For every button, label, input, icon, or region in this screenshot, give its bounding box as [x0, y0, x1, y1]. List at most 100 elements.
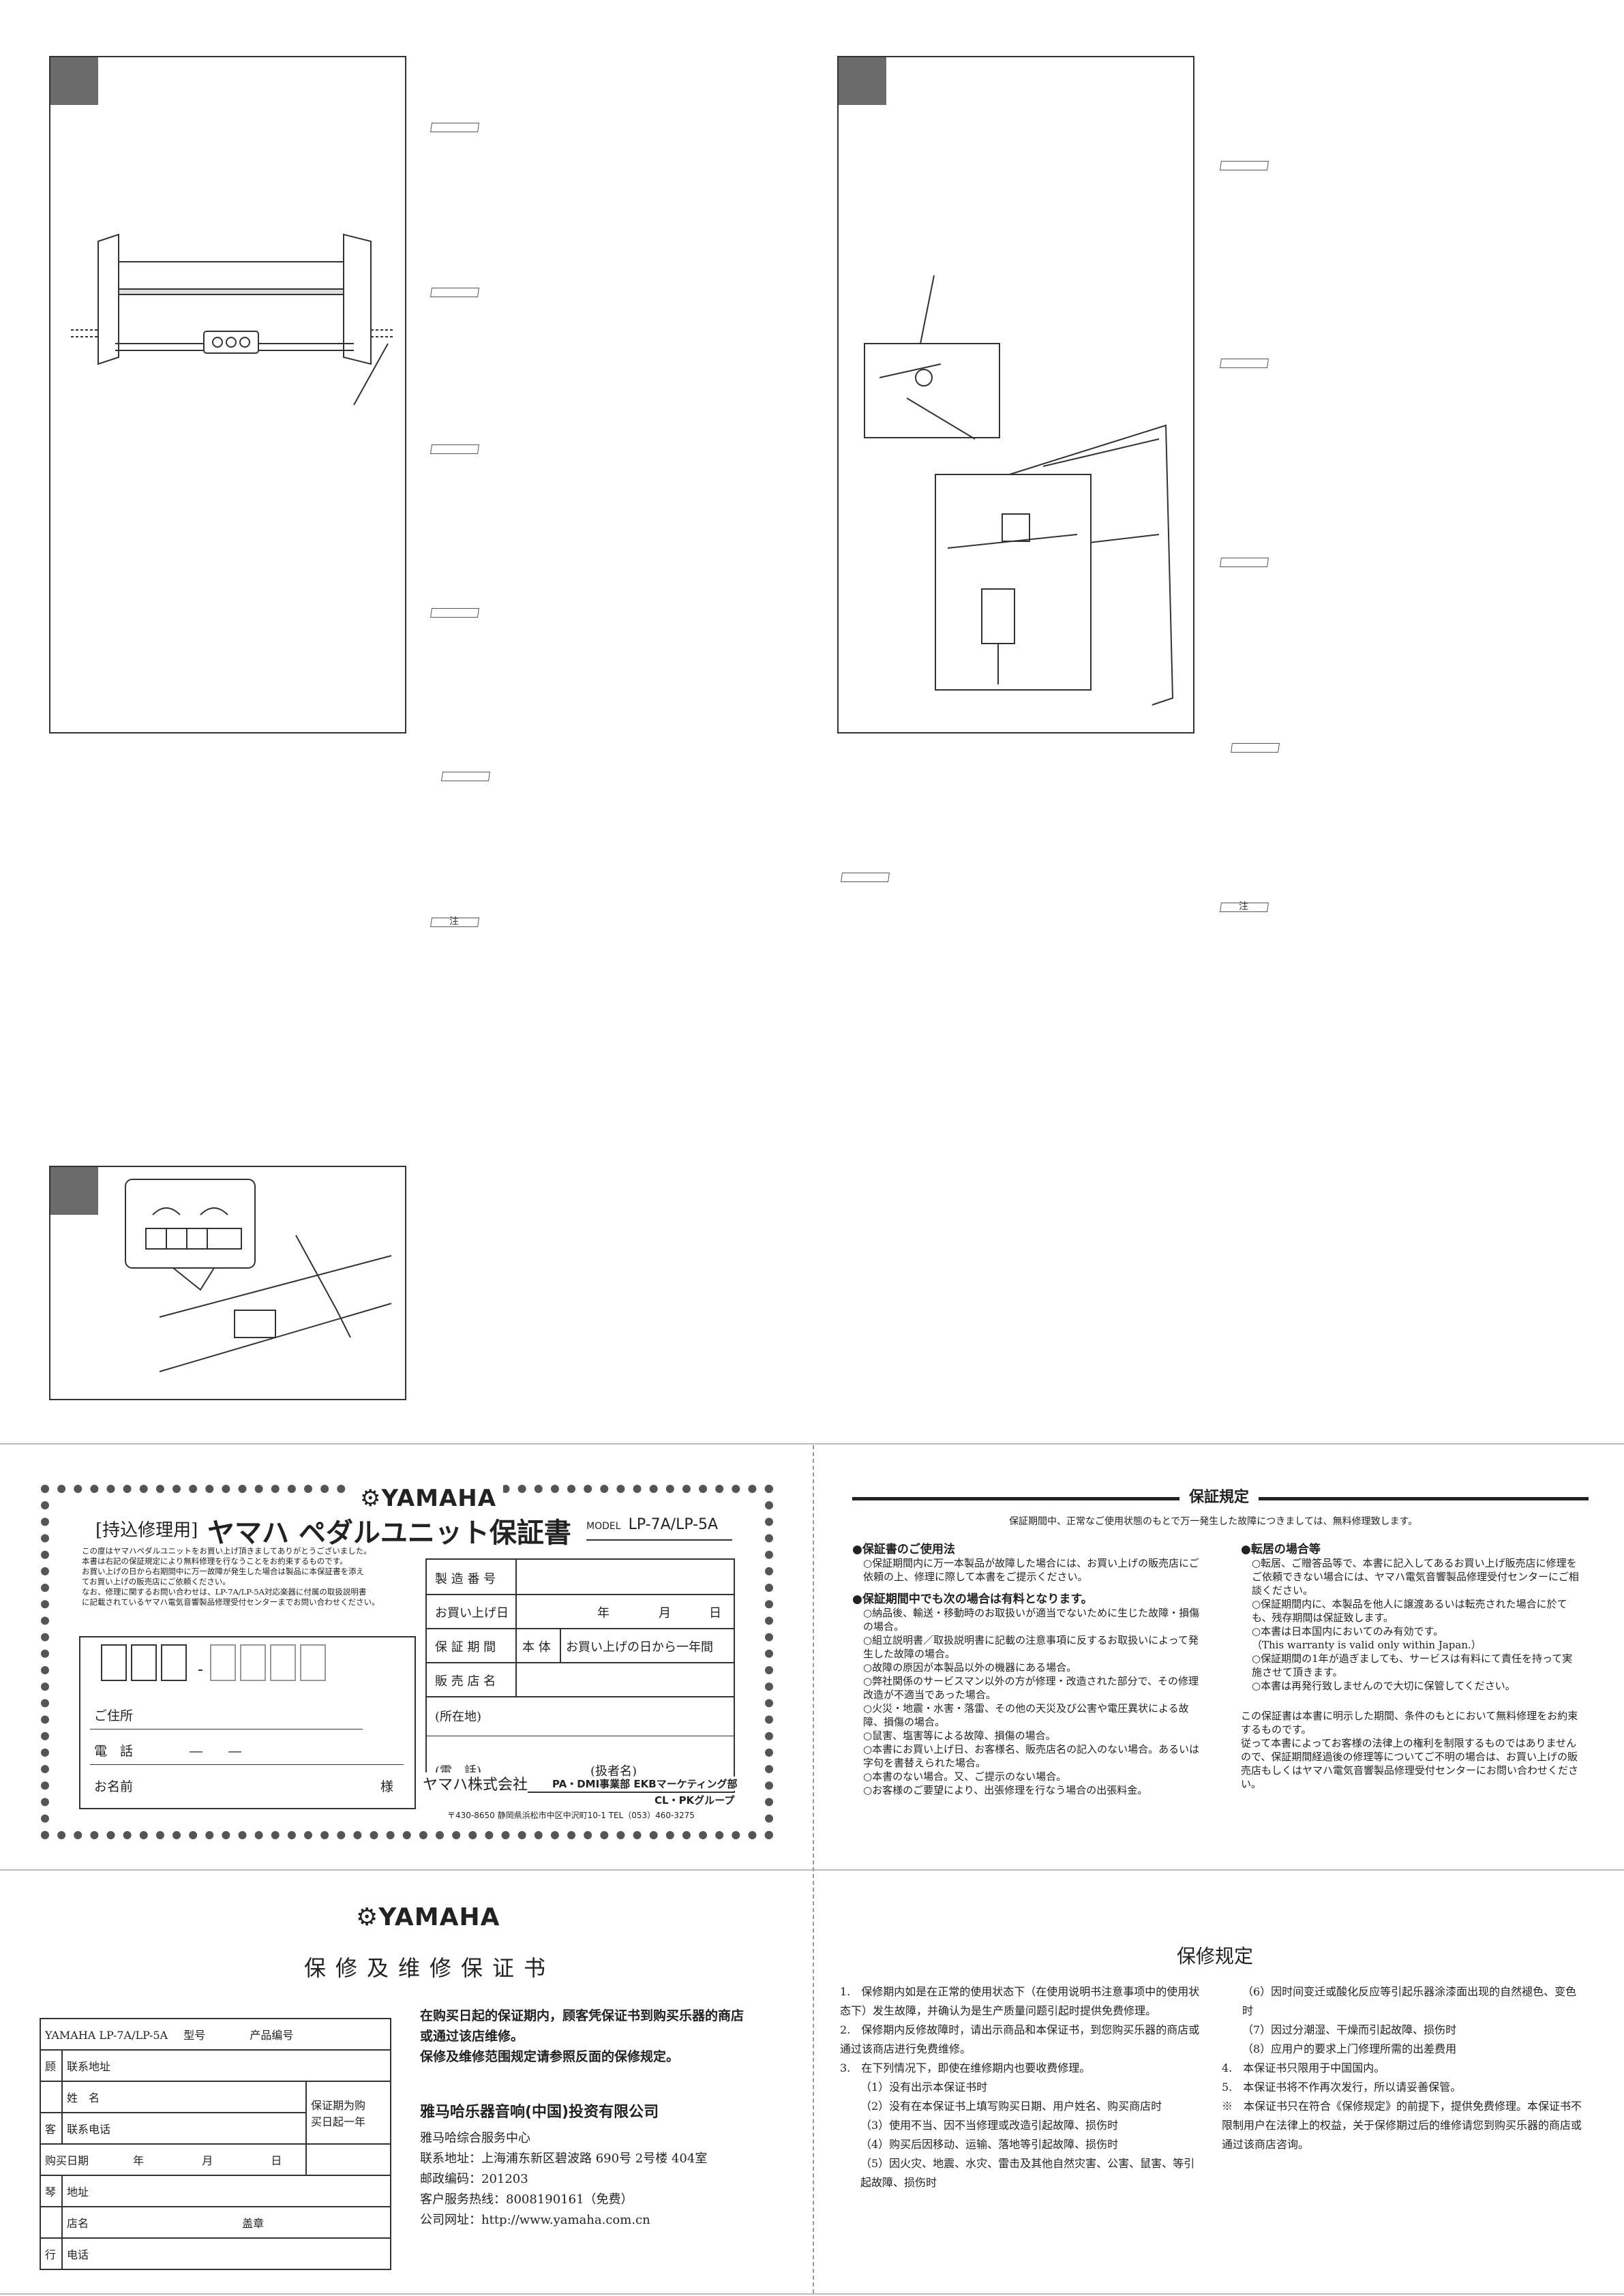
- qin-cell: 琴: [40, 2175, 63, 2207]
- rule-item: ○保証期間内に万一本製品が故障した場合には、お買い上げの販売店にご依頼の上、修理…: [863, 1557, 1199, 1583]
- stand-frame-illustration: [71, 233, 395, 406]
- rule-item: （This warranty is valid only within Japa…: [1252, 1639, 1482, 1651]
- cable-connection-illustration: [864, 275, 1174, 706]
- rule-item: （2）没有在本保证书上填写购买日期、用户姓名、购买商店时: [860, 2100, 1162, 2113]
- label-tag: [441, 772, 490, 781]
- label-tag: [1220, 359, 1269, 368]
- rule-item: （4）购买后因移动、运输、落地等引起故障、损伤时: [860, 2138, 1119, 2151]
- step-number-badge: [839, 57, 886, 105]
- phone-dash: ― ―: [190, 1744, 242, 1759]
- label-tag: [430, 123, 479, 132]
- rule-item: ○保証期間内に、本製品を他人に譲渡あるいは転売された場合に於ても、残存期間は保証…: [1252, 1598, 1567, 1624]
- intro-line: この度はヤマハペダルユニットをお買い上げ頂きましてありがとうございました。: [82, 1546, 372, 1556]
- date-row: 购买日期 年 月 日: [40, 2143, 307, 2176]
- cn-contact: 雅马哈综合服务中心 联系地址：上海浦东新区碧波路 690号 2号楼 404室 邮…: [420, 2128, 788, 2231]
- yamaha-logo-text: YAMAHA: [381, 1485, 497, 1512]
- cut-line-bottom: [0, 2293, 1624, 2295]
- label-tag: [430, 608, 479, 618]
- handler-label: (扱者名): [590, 1764, 637, 1779]
- card-intro: この度はヤマハペダルユニットをお買い上げ頂きましてありがとうございました。 本書…: [82, 1546, 436, 1607]
- intro-line: に記載されているヤマハ電気音響製品修理受付センターまでお問い合わせください。: [82, 1597, 380, 1607]
- period-body: 本 体: [522, 1640, 551, 1655]
- section-usage-title: ●保証書のご使用法: [852, 1543, 955, 1556]
- zip-boxes: [101, 1644, 327, 1687]
- ke-cell: 客: [40, 2112, 63, 2145]
- serial-label: 製 造 番 号: [435, 1572, 496, 1586]
- rule-item: ○お客様のご要望により、出張修理を行なう場合の出張料金。: [863, 1784, 1148, 1796]
- rule-item: （7）因过分潮湿、干燥而引起故障、损伤时: [1242, 2023, 1457, 2036]
- rule-item: （8）应用户的要求上门修理所需的出差费用: [1242, 2042, 1457, 2055]
- label-tag: [430, 288, 479, 297]
- figure-frame-2: [837, 56, 1194, 734]
- note-tag-text: 注: [449, 916, 459, 927]
- customer-box: ご住所 電 話 ― ― お名前 様: [79, 1636, 416, 1809]
- month-label: 月: [659, 1606, 671, 1620]
- step-number-badge: [50, 57, 98, 105]
- cn-warranty-table: YAMAHA LP-7A/LP-5A 型号 产品编号 顾 联系地址 姓 名 保证…: [40, 2018, 391, 2270]
- phone-label: 联系电话: [61, 2112, 307, 2145]
- rules-left-column: ●保証書のご使用法 ○保証期間内に万一本製品が故障した場合には、お買い上げの販売…: [852, 1539, 1200, 1797]
- rule-item: （6）因时间变迁或酸化反应等引起乐器涂漆面出现的自然褪色、变色时: [1242, 1985, 1577, 2017]
- year-label: 年: [133, 2154, 145, 2167]
- period-label: 保 証 期 間: [435, 1640, 496, 1655]
- notice-line: 保修及维修范围规定请参照反面的保修规定。: [420, 2049, 680, 2064]
- name-suffix: 様: [380, 1779, 394, 1794]
- rule-item: 2. 保修期内反修故障时，请出示商品和本保证书，到您购买乐器的商店或通过该商店进…: [840, 2023, 1200, 2055]
- jp-rules: 保証規定 保証期間中、正常なご使用状態のもとで万一発生した故障につきましては、無…: [852, 1485, 1589, 1839]
- rule-item: ○火災・地震・水害・落雷、その他の天災及び公害や電圧異状による故障、損傷の場合。: [863, 1702, 1189, 1728]
- zip-code: 邮政编码：201203: [420, 2172, 528, 2186]
- fold-line-vertical: [813, 1445, 814, 2293]
- intro-line: なお、修理に関するお問い合わせは、LP-7A/LP-5A対応楽器に付属の取扱説明…: [82, 1587, 367, 1597]
- period-value: お買い上げの日から一年間: [566, 1640, 713, 1655]
- notice-line: 在购买日起的保证期内，顾客凭保证书到购买乐器的商店: [420, 2008, 745, 2023]
- rules-title: 保証規定: [1179, 1485, 1259, 1507]
- notice-line: 或通过该店维修。: [420, 2029, 524, 2044]
- model-text: YAMAHA LP-7A/LP-5A: [45, 2029, 168, 2042]
- period-line: 保证期为购: [311, 2099, 366, 2112]
- label-tag: [1220, 161, 1269, 170]
- rule-item: ○保証期間の1年が過ぎましても、サービスは有料にて責任を持って実施させて頂きます…: [1252, 1652, 1573, 1678]
- rules-right-column: ●転居の場合等 ○転居、ご贈答品等で、本書に記入してあるお買い上げ販売店に修理を…: [1241, 1539, 1582, 1791]
- cn-rules-title: 保修规定: [1177, 1945, 1254, 1967]
- rule-item: 1. 保修期内如是在正常的使用状态下（在使用说明书注意事项中的使用状态下）发生故…: [840, 1985, 1200, 2017]
- intro-line: てお買い上げの販売店にご依頼ください。: [82, 1577, 230, 1586]
- figure-frame-1: [49, 56, 406, 734]
- rule-item: 5. 本保证书将不作再次发行，所以请妥善保管。: [1222, 2081, 1462, 2094]
- rule-item: ○本書は日本国内においてのみ有効です。: [1252, 1625, 1444, 1637]
- cn-card-title: 保修及维修保证书: [304, 1955, 556, 1981]
- period-cell: 保证期为购 买日起一年: [305, 2081, 391, 2145]
- rule-item: ○納品後、輸送・移動時のお取扱いが適当でないために生じた故障・損傷の場合。: [863, 1607, 1200, 1633]
- division-name: PA・DMI事業部 EKBマーケティング部: [552, 1777, 738, 1791]
- yamaha-emblem-icon: ⚙: [360, 1485, 382, 1512]
- phone-label: 電 話: [94, 1744, 134, 1759]
- model-box: MODEL LP-7A/LP-5A: [586, 1516, 732, 1541]
- address-label: ご住所: [94, 1708, 134, 1723]
- date-label: 购买日期: [45, 2154, 89, 2167]
- store-phone-label: 电话: [61, 2237, 391, 2270]
- rule-item: （5）因火灾、地震、水灾、雷击及其他自然灾害、公害、鼠害、等引起故障、损伤时: [860, 2157, 1195, 2189]
- contact-address: 联系地址：上海浦东新区碧波路 690号 2号楼 404室: [420, 2151, 708, 2166]
- card-title: ヤマハ ペダルユニット保証書: [207, 1517, 571, 1549]
- yamaha-emblem-icon: ⚙: [356, 1903, 379, 1931]
- cn-warranty-card: ⚙YAMAHA 保修及维修保证书 YAMAHA LP-7A/LP-5A 型号 产…: [38, 1903, 788, 2271]
- year-label: 年: [597, 1606, 610, 1620]
- group-name: CL・PKグループ: [655, 1794, 735, 1807]
- yamaha-logo: ⚙YAMAHA: [356, 1903, 500, 1931]
- rule-item: ※ 本保证书只在符合《保修规定》的前提下，提供免费修理。本保证书不限制用户在法律…: [1222, 2100, 1582, 2151]
- yamaha-logo: ⚙YAMAHA: [353, 1485, 504, 1512]
- rule-item: ○転居、ご贈答品等で、本書に記入してあるお買い上げ販売店に修理をご依頼できない場…: [1252, 1557, 1579, 1597]
- rules-intro: 保証期間中、正常なご使用状態のもとで万一発生した故障につきましては、無料修理致し…: [1009, 1516, 1418, 1527]
- product-no-label: 产品编号: [250, 2029, 294, 2042]
- step-number-badge: [50, 1167, 98, 1215]
- store-name-row: 店名 盖章: [61, 2206, 391, 2239]
- rule-item: ○鼠害、塩害等による故障、損傷の場合。: [863, 1729, 1056, 1742]
- name-label: お名前: [94, 1779, 134, 1794]
- warranty-grid: 製 造 番 号 お買い上げ日 年 月 日 保 証 期 間 本 体 お買い上げの日…: [425, 1558, 735, 1793]
- label-tag: [1231, 743, 1280, 753]
- period-line: 买日起一年: [311, 2115, 366, 2128]
- rule-item: ○弊社関係のサービスマン以外の方が修理・改造された部分で、その修理改造が不適当で…: [863, 1675, 1199, 1701]
- intro-line: お買い上げの日から右期間中に万一故障が発生した場合は製品に本保証書を添え: [82, 1567, 364, 1576]
- section-paid-title: ●保証期間中でも次の場合は有料となります。: [852, 1592, 1093, 1606]
- company-address: 〒430-8650 静岡県浜松市中区中沢町10-1 TEL（053）460-32…: [447, 1811, 695, 1820]
- day-label: 日: [709, 1606, 721, 1620]
